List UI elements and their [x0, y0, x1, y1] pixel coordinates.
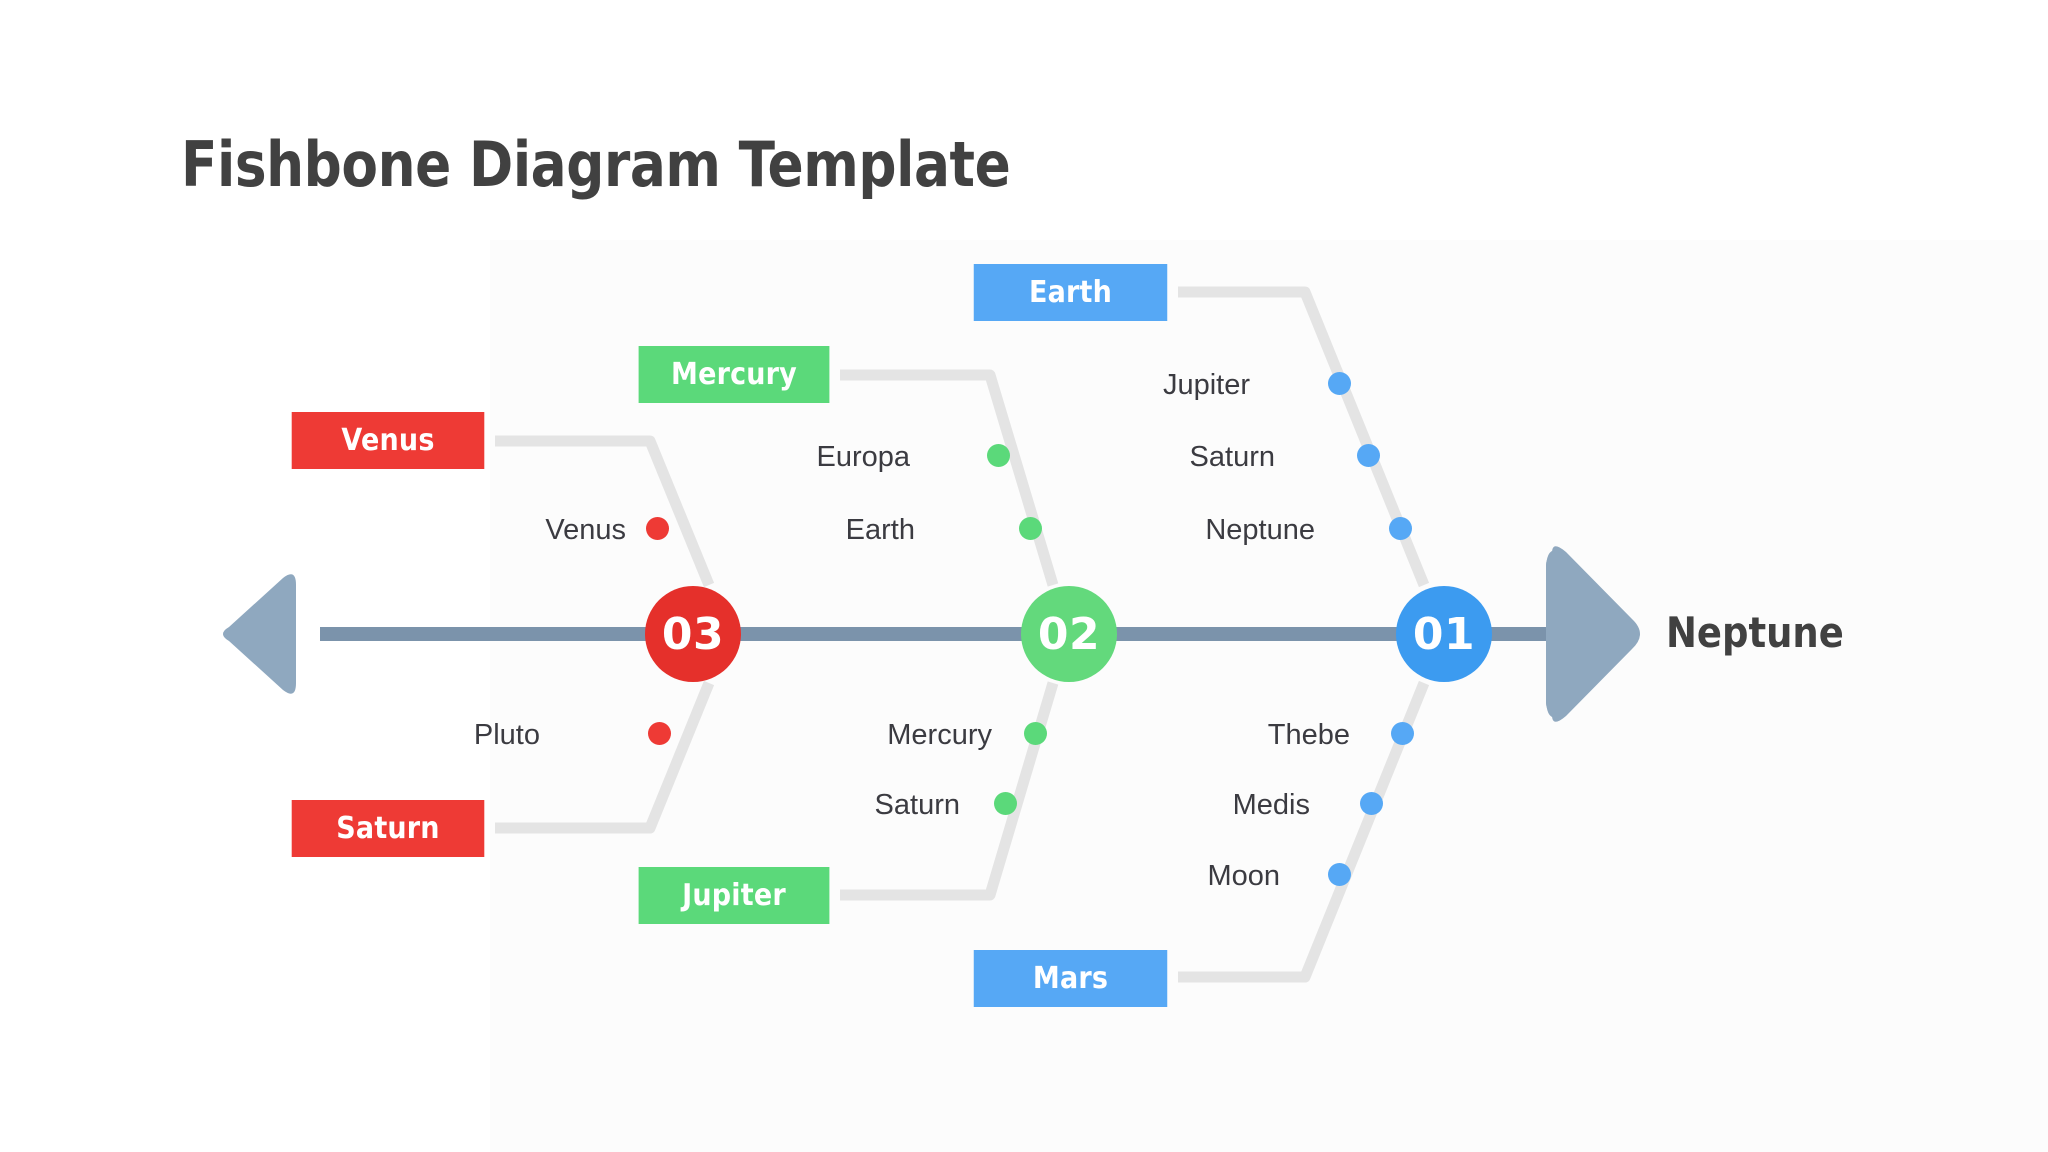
- category-label: Earth: [1028, 275, 1112, 310]
- cause-dot-moon: [1328, 863, 1351, 886]
- cause-label-europa: Europa: [816, 441, 910, 473]
- spine-node-02[interactable]: 02: [1021, 586, 1117, 682]
- spine-node-number: 02: [1037, 608, 1101, 660]
- cause-dot-medis: [1360, 792, 1383, 815]
- cause-label-venus: Venus: [545, 514, 626, 546]
- cause-dot-venus: [646, 517, 669, 540]
- cause-dot-neptune-blue: [1389, 517, 1412, 540]
- category-label: Mercury: [671, 357, 797, 392]
- head-label: Neptune: [1666, 608, 1844, 657]
- spine-node-number: 03: [661, 608, 725, 660]
- cause-label-thebe: Thebe: [1267, 719, 1350, 751]
- tail-arrow-icon: [223, 574, 296, 694]
- spine-node-03[interactable]: 03: [645, 586, 741, 682]
- cause-dot-europa: [987, 444, 1010, 467]
- category-box-earth[interactable]: Earth: [973, 264, 1168, 321]
- cause-dot-saturn-blue: [1357, 444, 1380, 467]
- cause-label-earth: Earth: [845, 514, 915, 546]
- cause-label-mercury: Mercury: [887, 719, 992, 751]
- spine-node-01[interactable]: 01: [1396, 586, 1492, 682]
- cause-label-neptune-blue: Neptune: [1205, 514, 1315, 546]
- spine-node-number: 01: [1412, 608, 1476, 660]
- cause-dot-saturn-green: [994, 792, 1017, 815]
- page-title: Fishbone Diagram Template: [181, 128, 1011, 201]
- category-label: Jupiter: [682, 878, 786, 913]
- cause-dot-pluto: [648, 722, 671, 745]
- cause-label-saturn-green: Saturn: [874, 789, 960, 821]
- category-label: Venus: [341, 423, 435, 458]
- cause-dot-mercury: [1024, 722, 1047, 745]
- cause-label-moon: Moon: [1207, 860, 1280, 892]
- category-box-jupiter[interactable]: Jupiter: [638, 867, 830, 924]
- category-box-saturn[interactable]: Saturn: [291, 800, 485, 857]
- cause-label-saturn-blue: Saturn: [1189, 441, 1275, 473]
- cause-label-pluto: Pluto: [473, 719, 540, 751]
- cause-label-jupiter: Jupiter: [1162, 369, 1250, 401]
- cause-label-medis: Medis: [1232, 789, 1310, 821]
- category-label: Saturn: [336, 811, 440, 846]
- cause-dot-jupiter: [1328, 372, 1351, 395]
- category-box-mars[interactable]: Mars: [973, 950, 1168, 1007]
- category-box-venus[interactable]: Venus: [291, 412, 485, 469]
- cause-dot-thebe: [1391, 722, 1414, 745]
- cause-dot-earth: [1019, 517, 1042, 540]
- category-label: Mars: [1032, 961, 1109, 996]
- category-box-mercury[interactable]: Mercury: [638, 346, 830, 403]
